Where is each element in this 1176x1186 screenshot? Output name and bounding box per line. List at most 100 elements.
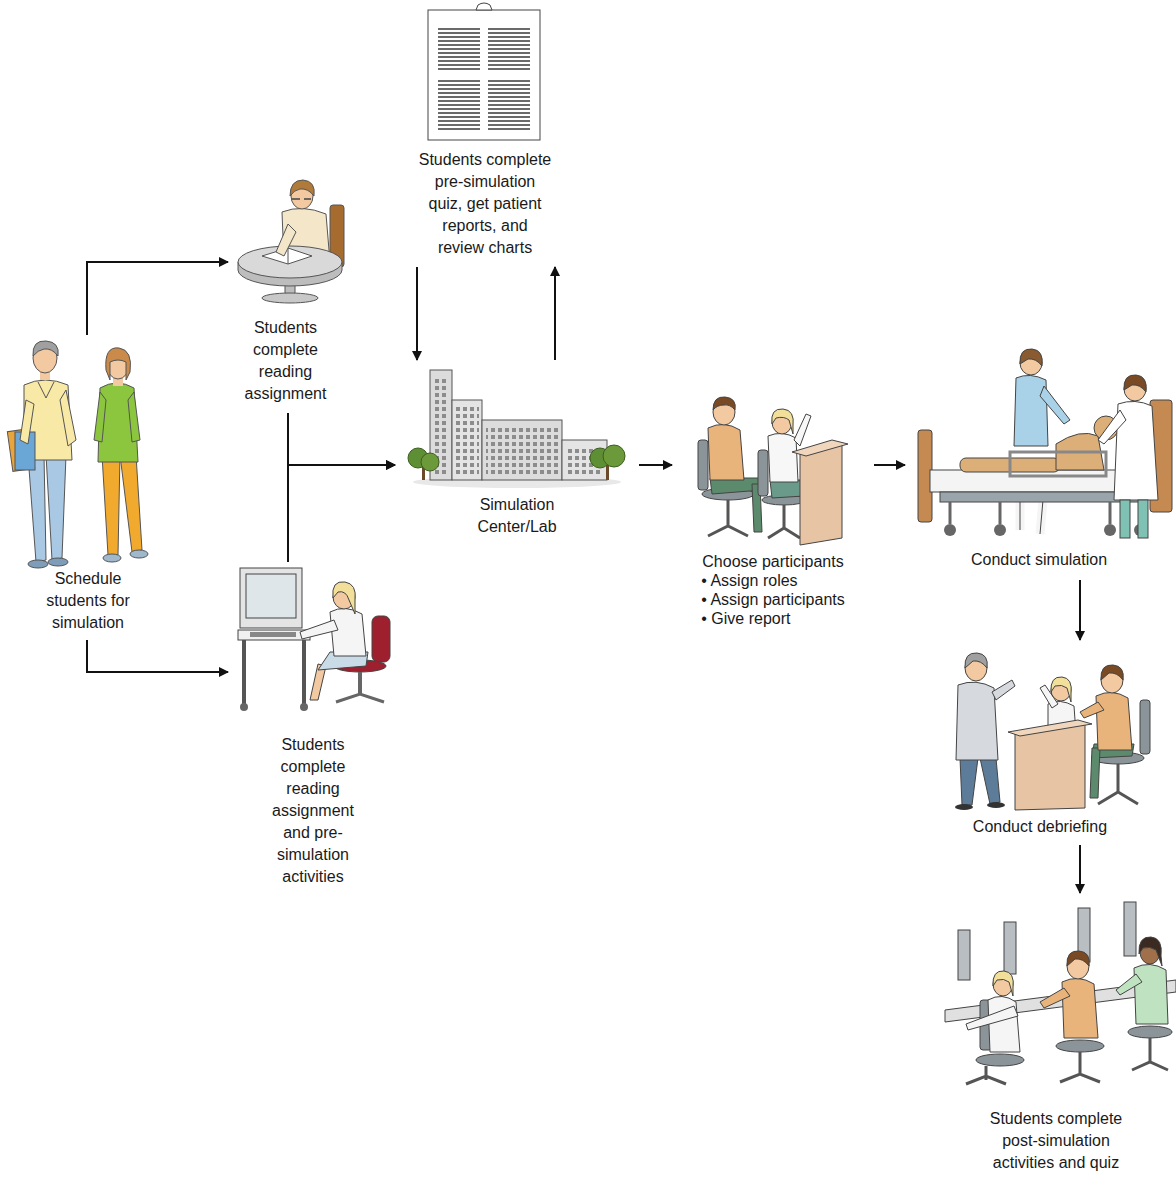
computer-figure-part — [240, 568, 302, 628]
building-figure-part — [421, 453, 439, 471]
building-figure-part — [486, 426, 558, 476]
participants-figure-part — [772, 409, 794, 434]
debriefing-figure-part — [987, 802, 1005, 808]
building-figure-part — [603, 445, 625, 467]
students-figure-part — [28, 560, 48, 568]
simulation-bed-figure-part — [1040, 386, 1070, 424]
students-figure-part — [106, 348, 131, 380]
participants-figure-part — [708, 424, 744, 480]
participants-figure-part — [770, 480, 804, 498]
computer-figure-part — [300, 620, 338, 639]
computer-lab-figure-part — [1124, 902, 1136, 956]
simulation-bed-figure-part — [994, 524, 1006, 536]
quiz-paper-part — [438, 80, 480, 130]
bullet-item: • Give report — [701, 609, 844, 628]
participants-figure-part — [794, 414, 811, 446]
reader-figure-part — [238, 246, 342, 278]
computer-figure-part — [246, 574, 296, 618]
simulation-bed-figure-part — [944, 524, 956, 536]
simulation-bed-figure-part — [1020, 349, 1042, 366]
participants-figure-part — [758, 450, 768, 496]
bullet-item: • Assign roles — [701, 571, 844, 590]
computer-lab-figure-part — [966, 1006, 1018, 1030]
computer-lab-figure-part — [1004, 922, 1016, 974]
reader-figure-part — [290, 180, 314, 196]
computer-lab-figure-part — [1060, 1052, 1100, 1082]
debriefing-figure-part — [1051, 677, 1071, 702]
flow-arrow — [874, 464, 905, 466]
computer-figure-part — [240, 703, 248, 711]
step-caption: Schedule students for simulation — [8, 335, 168, 640]
simulation-bed-figure-part — [940, 492, 1144, 502]
flow-arrow — [87, 262, 228, 335]
simulation-bed-figure-part — [950, 502, 1140, 524]
participants-figure-part — [800, 444, 842, 545]
students-figure-part — [102, 455, 120, 555]
debriefing-figure-part — [960, 758, 978, 805]
bullet-list: • Assign roles• Assign participants• Giv… — [701, 571, 844, 628]
flow-arrow — [416, 267, 418, 360]
flow-arrow — [1079, 580, 1081, 640]
computer-lab-figure-part — [1056, 1040, 1104, 1052]
computer-lab-figure — [945, 902, 1176, 1084]
debriefing-figure-part — [1080, 702, 1104, 718]
caption-group: Students complete reading assignment — [236, 317, 336, 405]
computer-lab-figure-part — [1116, 974, 1142, 995]
quiz-paper-part — [438, 26, 480, 72]
debriefing-figure-part — [1140, 700, 1150, 754]
students-figure — [7, 341, 148, 568]
computer-figure — [238, 568, 390, 711]
building-figure-part — [482, 420, 562, 480]
debriefing-figure-part — [1096, 692, 1132, 750]
participants-figure — [698, 397, 848, 545]
caption-group: Schedule students for simulation — [28, 568, 148, 634]
debriefing-figure-part — [1015, 724, 1085, 810]
flow-arrow — [288, 413, 395, 465]
caption-group: Conduct debriefing — [940, 816, 1140, 838]
step-label: Students complete post-simulation activi… — [976, 1108, 1136, 1174]
flow-arrow — [288, 465, 395, 562]
computer-figure-part — [330, 608, 366, 656]
location-caption: Simulation Center/Lab — [395, 360, 639, 548]
debriefing-figure-part — [992, 680, 1015, 700]
flow-arrow — [554, 267, 556, 360]
step-label: Conduct debriefing — [940, 816, 1140, 838]
step-label: Choose participants — [675, 552, 871, 571]
debriefing-figure-part — [1090, 748, 1100, 798]
simulation-bed-figure-part — [1104, 524, 1116, 536]
caption-group: Conduct simulation — [939, 549, 1139, 571]
step-label: Students complete reading assignment and… — [263, 734, 363, 888]
computer-lab-figure-part — [1067, 951, 1089, 966]
step-caption: Students complete post-simulation activi… — [940, 893, 1172, 1180]
step-caption: Conduct debriefing — [925, 640, 1155, 845]
flow-arrow — [1079, 845, 1081, 893]
simulation-bed-figure-part — [1098, 410, 1126, 444]
students-figure-part — [48, 558, 68, 566]
quiz-paper-part — [428, 10, 540, 140]
quiz-paper-part — [488, 26, 530, 72]
computer-figure-part — [372, 616, 390, 662]
students-figure-part — [103, 554, 121, 562]
computer-lab-figure-part — [1062, 978, 1098, 1038]
students-figure-part — [130, 550, 148, 558]
simulation-bed-figure-part — [1014, 375, 1048, 446]
building-figure-part — [452, 400, 482, 480]
step-caption: Students complete reading assignment — [228, 178, 343, 413]
participants-figure-part — [708, 500, 748, 536]
debriefing-figure-part — [965, 653, 987, 668]
computer-figure-part — [302, 640, 306, 704]
reader-figure-part — [276, 224, 296, 256]
participants-figure-part — [713, 397, 735, 410]
step-label: Conduct simulation — [939, 549, 1139, 571]
students-figure-part — [94, 392, 106, 442]
debriefing-figure-part — [980, 758, 1000, 804]
step-label: Schedule students for simulation — [28, 568, 148, 634]
students-figure-part — [33, 341, 58, 356]
caption-group: Choose participants• Assign roles• Assig… — [675, 552, 871, 628]
computer-lab-figure-part — [1040, 988, 1070, 1008]
step-caption: Students complete pre-simulation quiz, g… — [400, 3, 570, 267]
students-figure-part — [120, 455, 142, 552]
